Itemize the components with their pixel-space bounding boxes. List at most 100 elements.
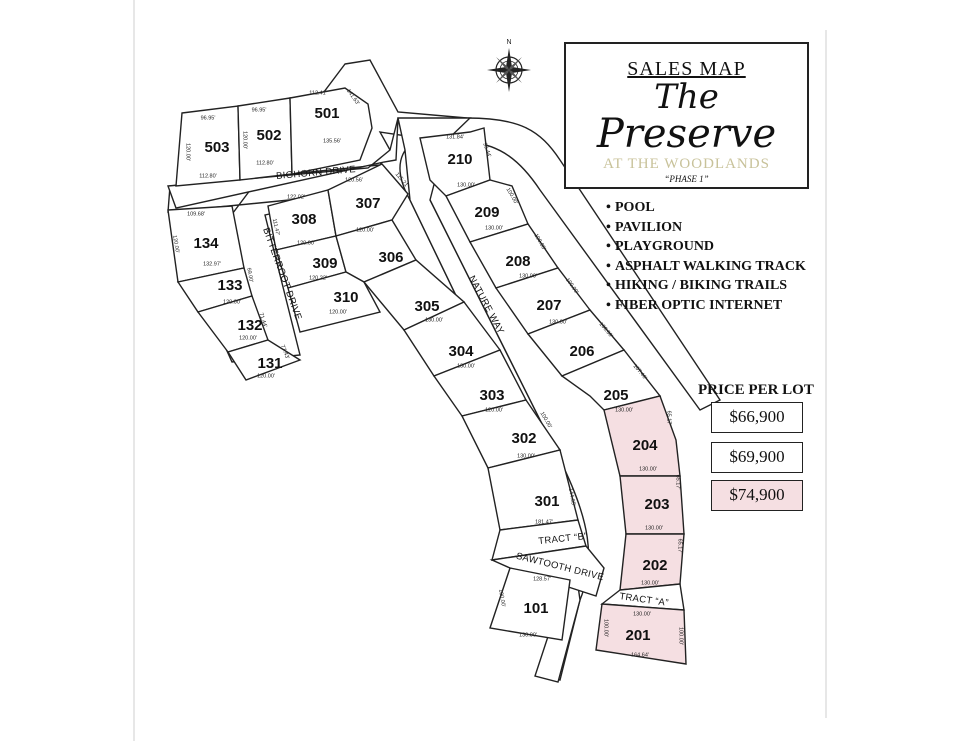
- lot-201-number: 201: [625, 627, 650, 644]
- dim-label: 100.00': [603, 619, 609, 637]
- dim-label: 100.00': [678, 627, 684, 645]
- lot-205-number: 205: [603, 387, 628, 404]
- dim-label: 120.00': [257, 373, 275, 379]
- dim-label: 77.43': [279, 344, 290, 360]
- bighorn-drive-road: [167, 117, 399, 209]
- dim-label: 120.22': [309, 275, 327, 281]
- dim-label: 144.65': [567, 488, 576, 507]
- lot-501-number: 501: [314, 105, 339, 122]
- dim-label: 120.00': [239, 335, 257, 341]
- dim-label: 109.68': [187, 211, 205, 217]
- lot-201[interactable]: [595, 603, 687, 665]
- dim-label: 122.02': [287, 194, 305, 200]
- lot-502-number: 502: [256, 127, 281, 144]
- lot-310-number: 310: [333, 289, 358, 306]
- lot-503-number: 503: [204, 139, 229, 156]
- title-block: SALES MAP The Preserve AT THE WOODLANDS …: [564, 42, 809, 189]
- dim-label: 132.97': [203, 261, 221, 267]
- tract-b-label: TRACT “B”: [538, 531, 588, 547]
- amenity-item: •PAVILION: [606, 218, 806, 238]
- dim-label: 130.00': [457, 182, 475, 188]
- lot-202-number: 202: [642, 557, 667, 574]
- lot-302-number: 302: [511, 430, 536, 447]
- dim-label: 120.00': [185, 143, 191, 161]
- dim-label: 135.56': [323, 138, 341, 144]
- bullet-icon: •: [606, 239, 611, 254]
- dim-label: 120.00': [223, 299, 241, 305]
- dim-label: 130.00': [485, 225, 503, 231]
- dim-label: 128.57': [533, 576, 551, 582]
- amenity-label: PLAYGROUND: [615, 239, 715, 254]
- dim-label: 65.17': [677, 539, 683, 554]
- dim-label: 130.00': [633, 611, 651, 617]
- lot-307-number: 307: [355, 195, 380, 212]
- bullet-icon: •: [606, 219, 611, 235]
- lot-132-number: 132: [237, 317, 262, 334]
- dim-label: 120.56': [345, 177, 363, 183]
- lot-307[interactable]: [327, 163, 409, 237]
- price-tier-74900: $74,900: [711, 480, 803, 511]
- lot-101[interactable]: [489, 567, 571, 641]
- dim-label: 65.17': [666, 411, 672, 426]
- sales-map-heading: SALES MAP: [627, 58, 746, 80]
- title-preserve: Preserve: [596, 111, 777, 157]
- lot-204[interactable]: [603, 395, 681, 477]
- amenity-item: • PLAYGROUND: [606, 237, 806, 257]
- bullet-icon: •: [606, 200, 611, 215]
- lot-203-number: 203: [644, 496, 669, 513]
- lot-131[interactable]: [226, 339, 302, 381]
- dim-label: 130.00': [517, 453, 535, 459]
- amenity-item: • HIKING / BIKING TRAILS: [606, 276, 806, 296]
- price-tier-69900: $69,900: [711, 442, 803, 473]
- lot-209[interactable]: [445, 179, 529, 243]
- phase-label: “PHASE 1”: [664, 174, 709, 184]
- bullet-icon: •: [606, 258, 611, 274]
- lot-310[interactable]: [287, 271, 382, 333]
- dim-label: 120.00': [356, 227, 374, 233]
- dim-label: 65.17': [675, 475, 681, 490]
- bullet-icon: •: [606, 278, 611, 293]
- dim-label: 130.00': [519, 632, 537, 638]
- dim-label: 96.95': [201, 115, 216, 121]
- compass-rose-icon: N: [487, 39, 531, 92]
- compass-north-label: N: [506, 39, 511, 46]
- dim-label: 112.80': [256, 160, 273, 166]
- lot-131-number: 131: [257, 355, 282, 372]
- amenity-item: •FIBER OPTIC INTERNET: [606, 296, 806, 316]
- dim-label: 99.44': [481, 142, 492, 158]
- dim-label: 120.00': [485, 407, 503, 413]
- title-the: The: [654, 77, 719, 117]
- dim-label: 131.84': [446, 134, 464, 140]
- dim-label: 120.00': [171, 235, 180, 254]
- lot-204-number: 204: [632, 437, 658, 454]
- lot-207-number: 207: [536, 297, 561, 314]
- dim-label: 112.41': [309, 90, 326, 96]
- lot-304-number: 304: [448, 343, 474, 360]
- lot-309-number: 309: [312, 255, 337, 272]
- bullet-icon: •: [606, 297, 611, 313]
- dim-label: 111.47': [271, 218, 280, 236]
- amenities-list: •POOL •PAVILION •PLAYGROUND •ASPHALT WAL…: [606, 198, 806, 315]
- dim-label: 69.00': [245, 267, 253, 283]
- amenity-label: HIKING / BIKING TRAILS: [615, 278, 788, 293]
- lot-303-number: 303: [479, 387, 504, 404]
- dim-label: 130.00': [519, 273, 537, 279]
- lot-208-number: 208: [505, 253, 530, 270]
- dim-label: 130.00': [457, 363, 475, 369]
- sawtooth-drive-road: [489, 545, 605, 597]
- lot-501[interactable]: [289, 87, 373, 175]
- lot-306-number: 306: [378, 249, 403, 266]
- lot-206-number: 206: [569, 343, 594, 360]
- lot-301-number: 301: [534, 493, 559, 510]
- price-tier-66900: $66,900: [711, 402, 803, 433]
- lot-101-number: 101: [523, 600, 548, 617]
- dim-label: 96.95': [252, 107, 267, 113]
- amenity-label: PAVILION: [615, 219, 683, 235]
- road-area: [167, 59, 722, 681]
- lot-305-number: 305: [414, 298, 439, 315]
- dim-label: 130.00': [549, 319, 567, 325]
- dim-label: 130.00': [641, 580, 659, 586]
- lot-308-number: 308: [291, 211, 316, 228]
- lot-134-number: 134: [193, 235, 219, 252]
- dim-label: 130.00': [615, 407, 633, 413]
